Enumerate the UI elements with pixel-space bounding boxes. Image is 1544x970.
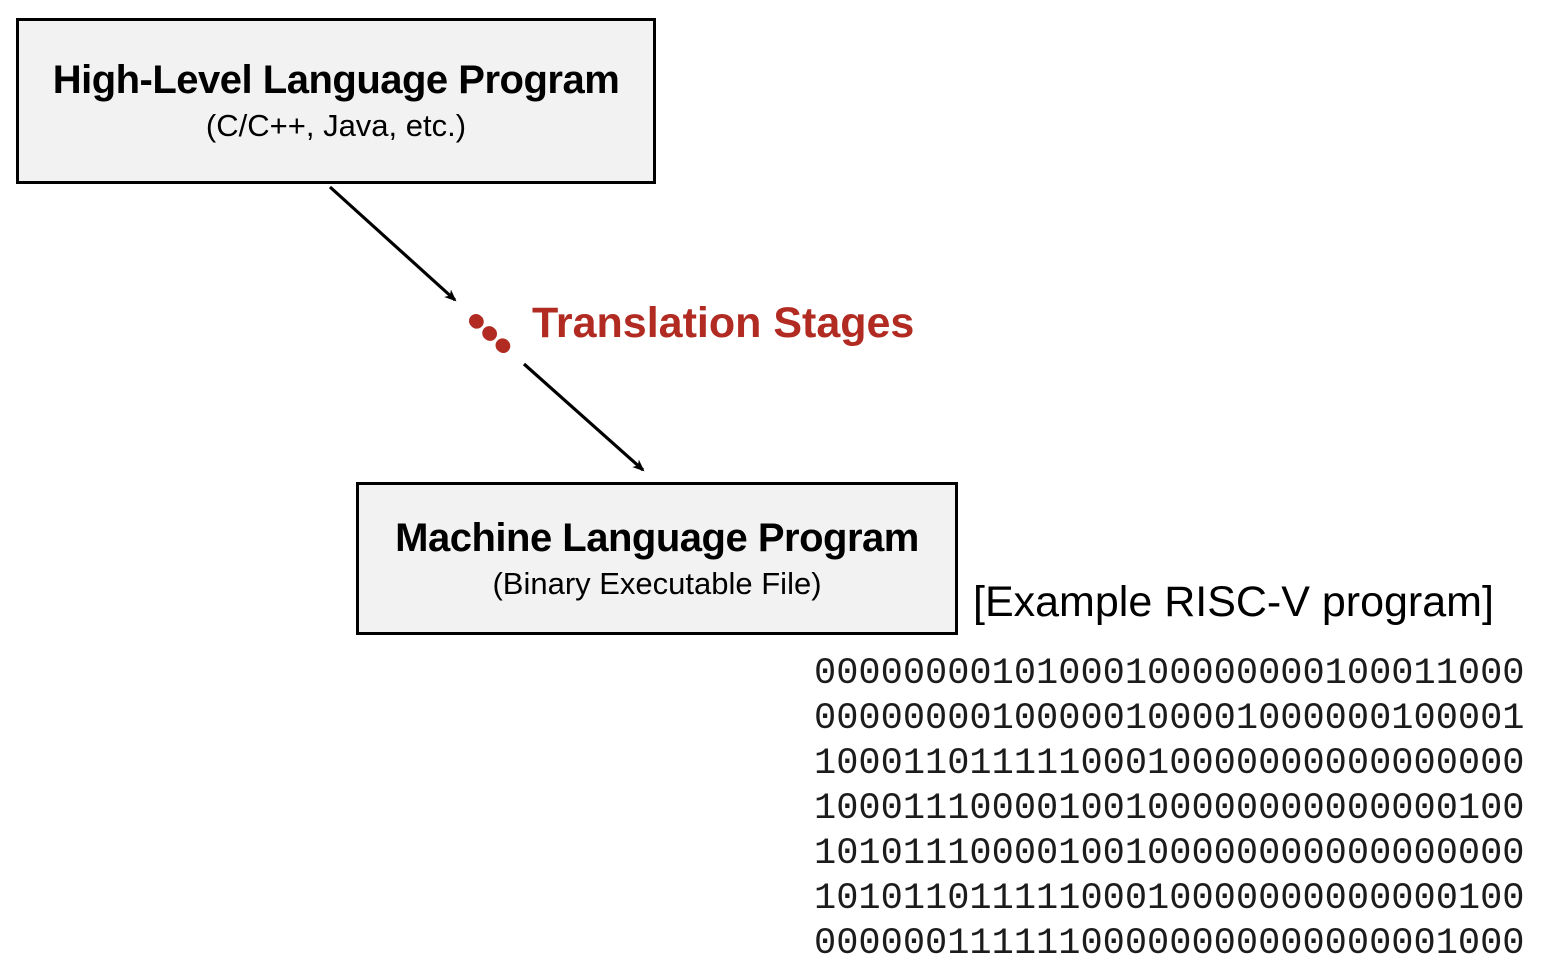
binary-line: 10101101111100010000000000000100: [814, 878, 1525, 920]
high-level-language-box: High-Level Language Program (C/C++, Java…: [16, 18, 656, 184]
example-riscv-label: [Example RISC-V program]: [973, 578, 1494, 626]
binary-line: 00000000100000100001000000100001: [814, 698, 1525, 740]
binary-line: 10001101111100010000000000000000: [814, 743, 1525, 785]
high-level-box-title: High-Level Language Program: [52, 58, 620, 102]
machine-box-title: Machine Language Program: [395, 515, 919, 560]
binary-line: 10001110000100100000000000000100: [814, 788, 1525, 830]
translation-dots-icon: [469, 314, 519, 361]
binary-line: 10101110000100100000000000000000: [814, 833, 1525, 875]
translation-stages-label: Translation Stages: [532, 299, 915, 347]
translation-arrow-bottom: [522, 362, 645, 472]
machine-language-box: Machine Language Program (Binary Executa…: [356, 482, 958, 635]
translation-arrow-top: [328, 185, 457, 302]
binary-line: 00000011111100000000000000001000: [814, 923, 1525, 965]
binary-line: 00000000101000100000000100011000: [814, 653, 1525, 695]
machine-box-subtitle: (Binary Executable File): [492, 565, 822, 601]
high-level-box-subtitle: (C/C++, Java, etc.): [205, 108, 467, 143]
